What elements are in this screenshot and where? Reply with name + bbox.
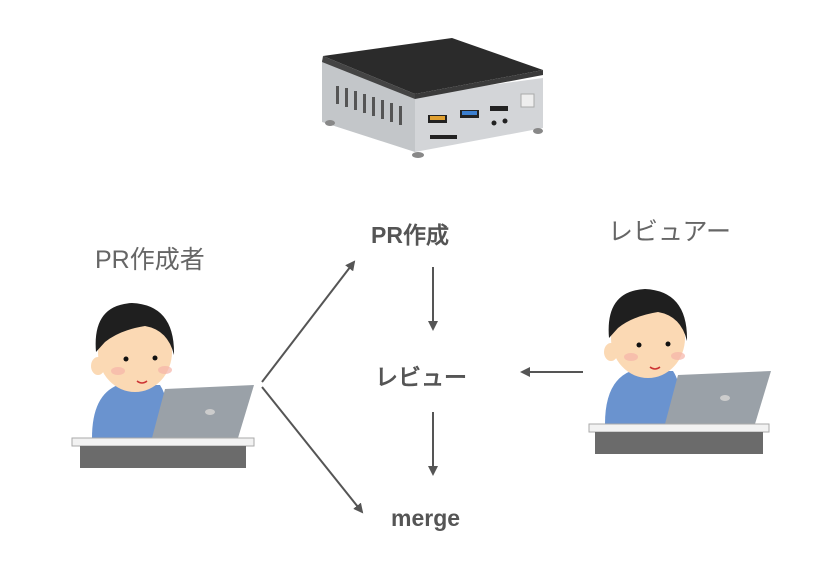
- role-label-author: PR作成者: [95, 246, 205, 274]
- step-merge: merge: [391, 505, 461, 531]
- step-review: レビュー: [375, 364, 467, 390]
- arrow-author-to-merge: [261, 386, 364, 514]
- role-label-reviewer: レビュアー: [608, 218, 732, 246]
- arrow-author-to-create-pr: [261, 260, 356, 383]
- step-create-pr: PR作成: [371, 222, 449, 248]
